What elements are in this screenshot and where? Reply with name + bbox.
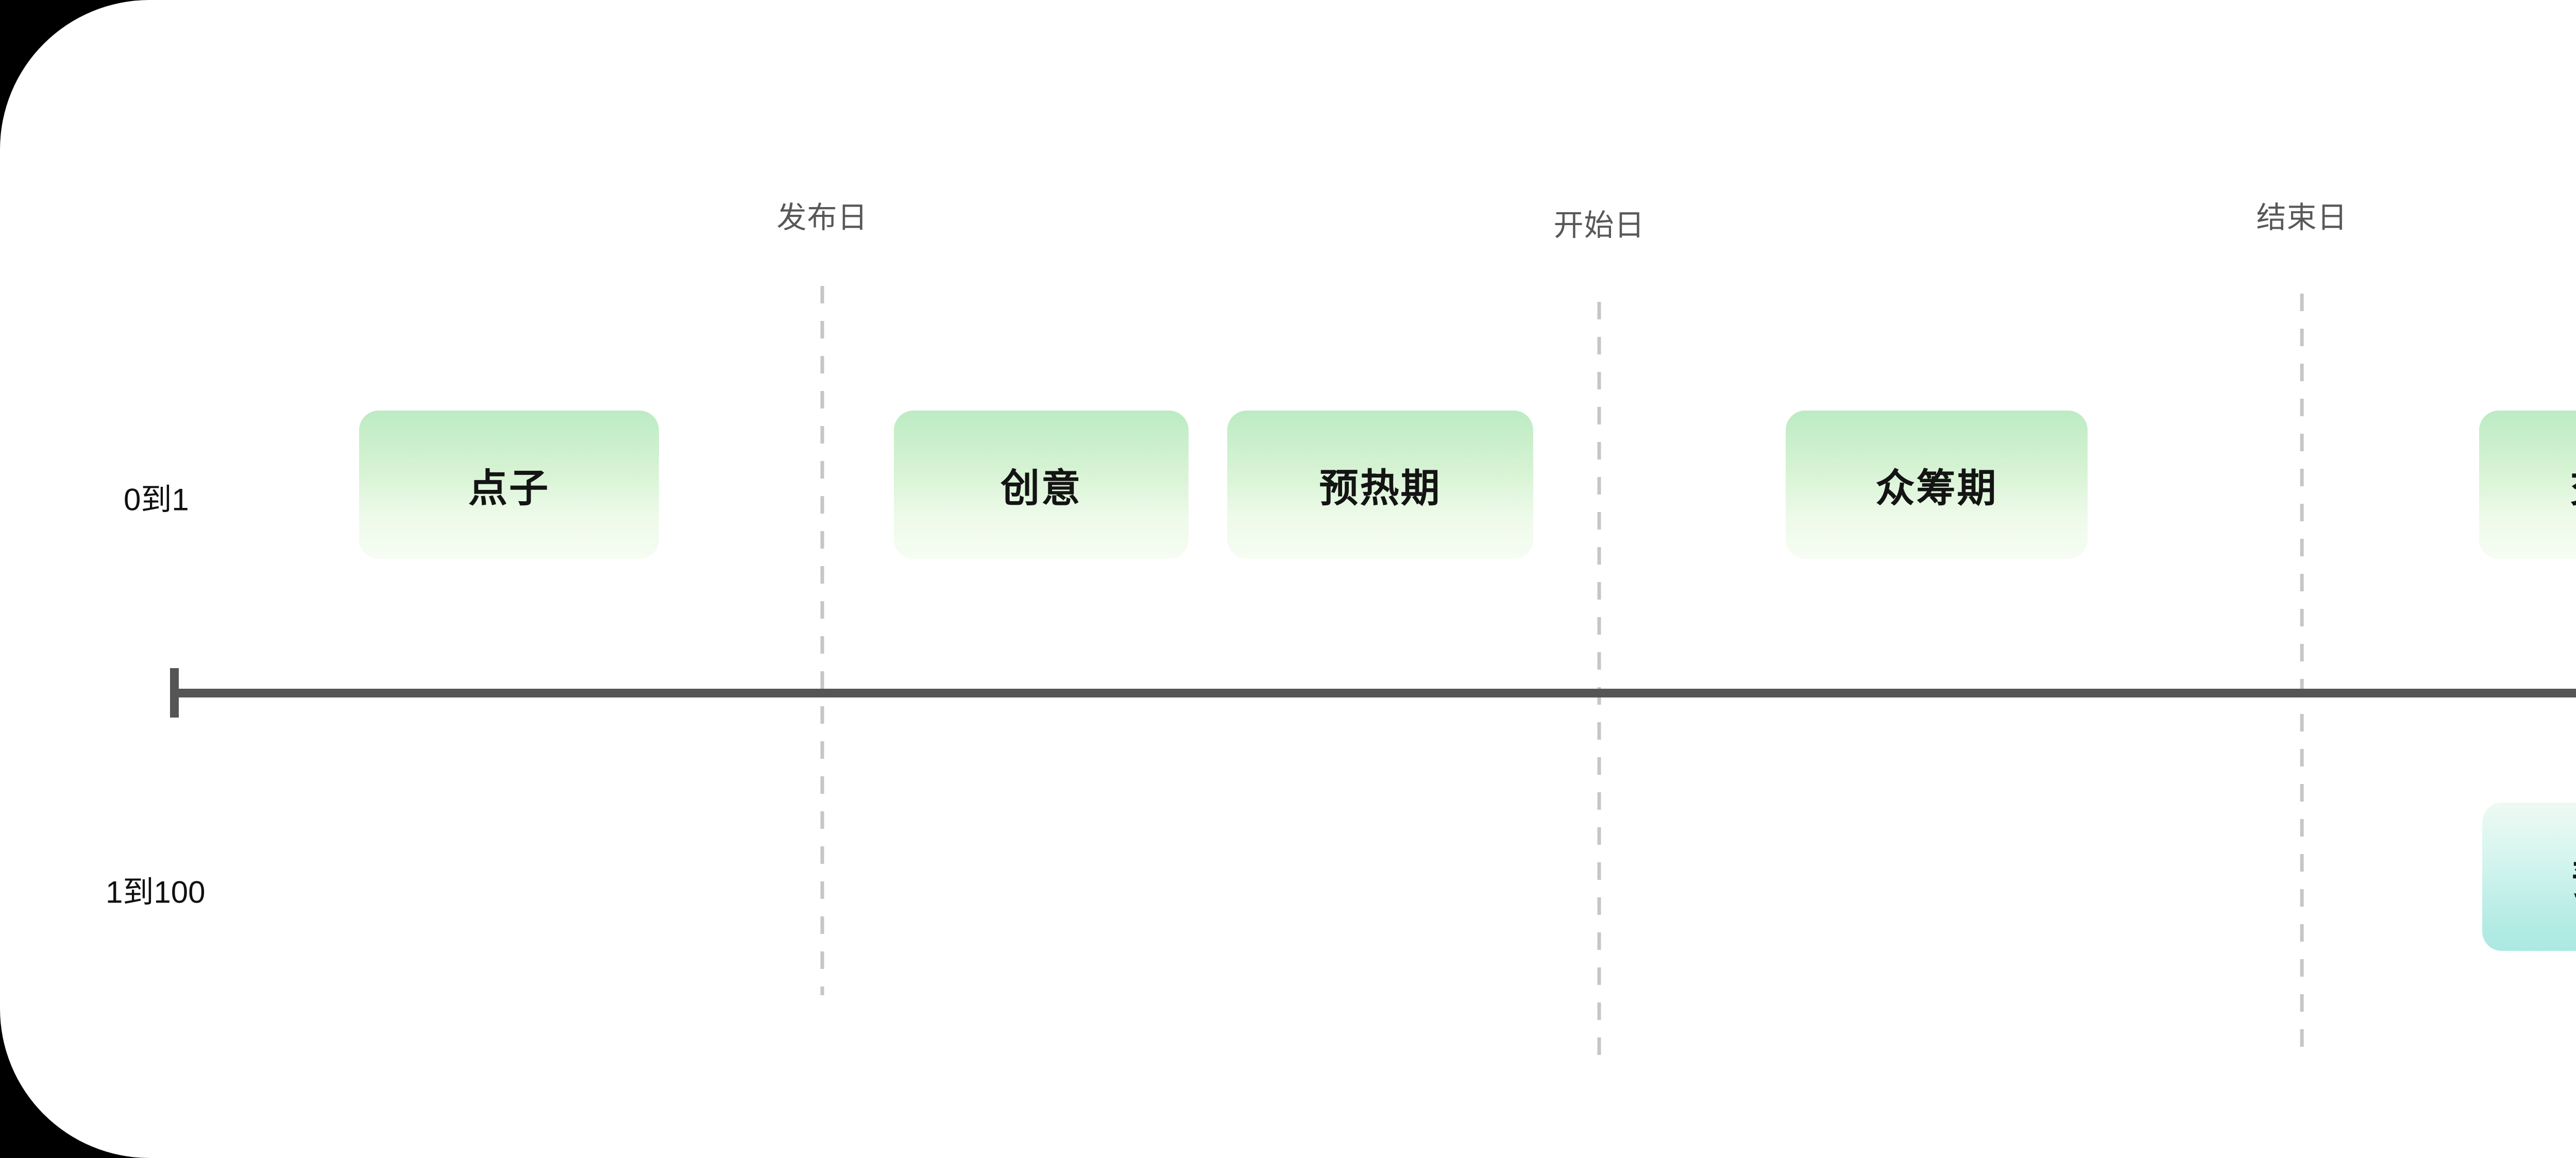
phase-chip-label: 交付期 bbox=[2570, 456, 2576, 513]
phase-chip-top-4[interactable]: 交付期 bbox=[2479, 411, 2576, 559]
phase-chip-top-3[interactable]: 众筹期 bbox=[1786, 411, 2088, 559]
lane-label-0: 0到1 bbox=[124, 482, 189, 517]
phase-chip-bottom-0[interactable]: 预售期 bbox=[2482, 803, 2576, 951]
phase-chip-label: 众筹期 bbox=[1875, 467, 1998, 510]
phase-chip-top-0[interactable]: 点子 bbox=[359, 411, 659, 559]
phase-chip-label: 预热期 bbox=[1319, 467, 1442, 510]
phase-chip-label: 预售期 bbox=[2572, 848, 2576, 905]
phase-chip-top-2[interactable]: 预热期 bbox=[1227, 411, 1533, 559]
phase-chip-label: 点子 bbox=[468, 467, 550, 510]
phase-chip-label: 创意 bbox=[1001, 467, 1082, 510]
axis-line bbox=[170, 689, 2576, 697]
phase-chip-top-1[interactable]: 创意 bbox=[894, 411, 1189, 559]
lane-label-1: 1到100 bbox=[106, 875, 206, 910]
